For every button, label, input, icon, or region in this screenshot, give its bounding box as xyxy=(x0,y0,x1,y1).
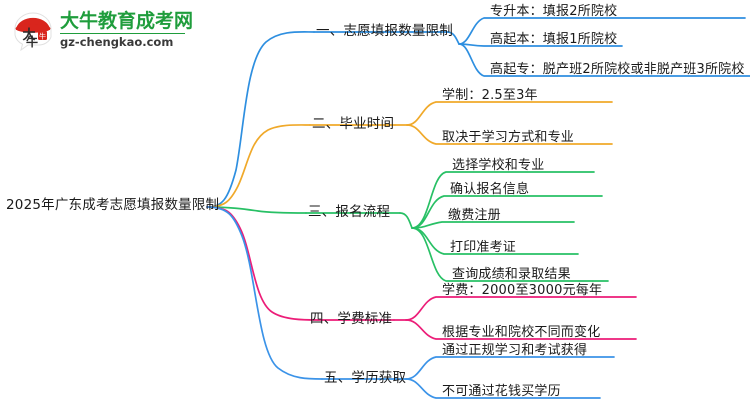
leaf-label-4-1[interactable]: 学费：2000至3000元每年 xyxy=(442,283,603,298)
leaf-label-1-3[interactable]: 高起专：脱产班2所院校或非脱产班3所院校 xyxy=(490,62,745,77)
branch-label-4[interactable]: 四、学费标准 xyxy=(310,311,393,327)
svg-text:牛: 牛 xyxy=(39,32,46,41)
logo-name: 大牛教育成考网 xyxy=(60,10,194,32)
svg-text:大: 大 xyxy=(22,27,35,43)
logo-domain: gz-chengkao.com xyxy=(60,33,185,49)
leaf-label-3-1[interactable]: 选择学校和专业 xyxy=(452,158,545,173)
leaf-label-2-1[interactable]: 学制：2.5至3年 xyxy=(442,88,538,103)
leaf-label-3-3[interactable]: 缴费注册 xyxy=(448,208,501,223)
svg-text:牛: 牛 xyxy=(26,34,38,49)
leaf-label-3-4[interactable]: 打印准考证 xyxy=(450,240,517,255)
root-node-label[interactable]: 2025年广东成考志愿填报数量限制 xyxy=(6,197,220,213)
leaf-label-4-2[interactable]: 根据专业和院校不同而变化 xyxy=(442,325,601,340)
leaf-label-1-1[interactable]: 专升本：填报2所院校 xyxy=(490,4,618,19)
branch-label-3[interactable]: 三、报名流程 xyxy=(308,204,391,220)
leaf-label-3-5[interactable]: 查询成绩和录取结果 xyxy=(452,267,571,282)
leaf-label-1-2[interactable]: 高起本：填报1所院校 xyxy=(490,32,618,47)
branch-label-2[interactable]: 二、毕业时间 xyxy=(312,116,395,132)
leaf-label-2-2[interactable]: 取决于学习方式和专业 xyxy=(442,130,575,145)
leaf-label-3-2[interactable]: 确认报名信息 xyxy=(450,182,530,197)
branch-label-5[interactable]: 五、学历获取 xyxy=(324,370,407,386)
leaf-label-5-1[interactable]: 通过正规学习和考试获得 xyxy=(442,343,588,358)
logo-mark-icon: 大 牛 牛 xyxy=(14,12,52,51)
site-logo[interactable]: 大 牛 牛 大牛教育成考网 gz-chengkao.com xyxy=(12,8,194,54)
branch-label-1[interactable]: 一、志愿填报数量限制 xyxy=(316,23,453,39)
leaf-label-5-2[interactable]: 不可通过花钱买学历 xyxy=(442,384,561,399)
